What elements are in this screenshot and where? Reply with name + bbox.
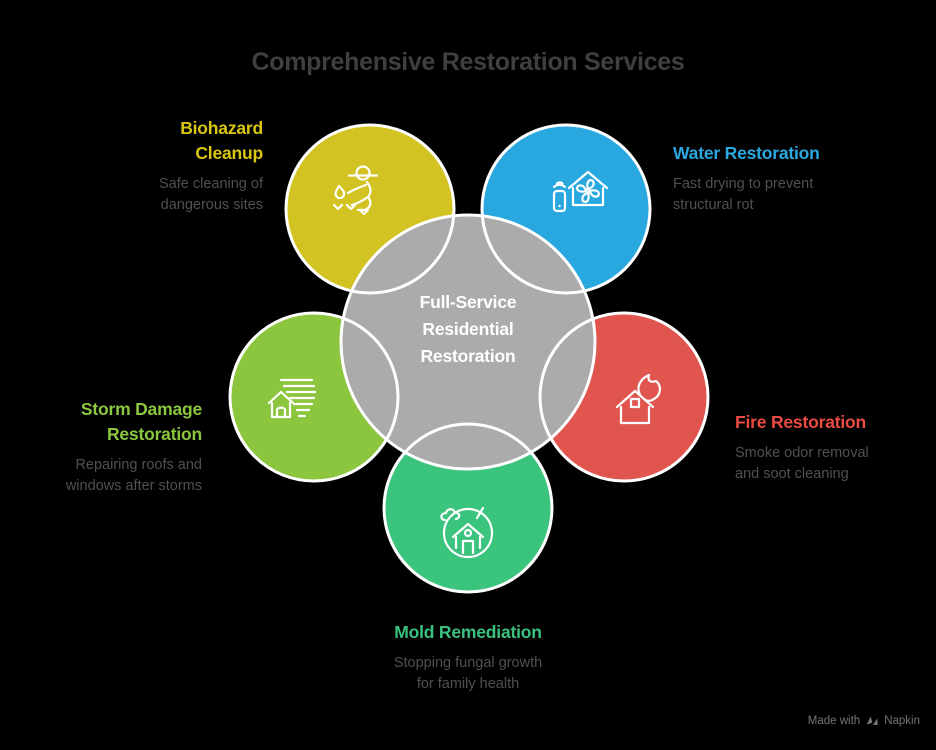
service-description: Stopping fungal growth for family health bbox=[318, 653, 618, 695]
service-title: Storm Damage Restoration bbox=[2, 397, 202, 447]
title-line: Biohazard bbox=[180, 118, 263, 138]
desc-line: Safe cleaning of bbox=[159, 176, 263, 192]
service-water-restoration: Water Restoration Fast drying to prevent… bbox=[673, 141, 913, 216]
title-line: Mold Remediation bbox=[394, 622, 542, 642]
desc-line: and soot cleaning bbox=[735, 466, 849, 482]
center-circle bbox=[341, 215, 595, 469]
napkin-logo-icon bbox=[866, 716, 878, 725]
decontamination-worker-icon bbox=[332, 165, 379, 216]
center-label: Full-Service Residential Restoration bbox=[358, 289, 578, 370]
center-line: Full-Service bbox=[419, 292, 517, 312]
burning-house-icon bbox=[615, 373, 661, 425]
brand-text: Napkin bbox=[884, 715, 920, 727]
desc-line: Smoke odor removal bbox=[735, 445, 869, 461]
desc-line: structural rot bbox=[673, 197, 754, 213]
service-storm-damage-restoration: Storm Damage Restoration Repairing roofs… bbox=[2, 397, 202, 497]
title-line: Fire Restoration bbox=[735, 412, 866, 432]
title-line: Restoration bbox=[106, 424, 202, 444]
service-description: Safe cleaning of dangerous sites bbox=[43, 174, 263, 216]
service-fire-restoration: Fire Restoration Smoke odor removal and … bbox=[735, 410, 935, 485]
desc-line: Repairing roofs and bbox=[75, 457, 202, 473]
desc-line: Stopping fungal growth bbox=[393, 655, 543, 671]
house-wind-icon bbox=[267, 378, 317, 419]
service-title: Biohazard Cleanup bbox=[43, 116, 263, 166]
desc-line: windows after storms bbox=[65, 478, 202, 494]
title-line: Cleanup bbox=[195, 143, 263, 163]
service-title: Water Restoration bbox=[673, 141, 913, 166]
circle-outlines bbox=[228, 123, 710, 594]
service-description: Smoke odor removal and soot cleaning bbox=[735, 443, 935, 485]
made-with-napkin: Made with Napkin bbox=[808, 714, 920, 728]
service-description: Fast drying to prevent structural rot bbox=[673, 174, 913, 216]
center-line: Restoration bbox=[420, 346, 516, 366]
service-mold-remediation: Mold Remediation Stopping fungal growth … bbox=[318, 620, 618, 695]
service-title: Fire Restoration bbox=[735, 410, 935, 435]
page-title: Comprehensive Restoration Services bbox=[251, 48, 685, 76]
title-line: Storm Damage bbox=[80, 399, 202, 419]
center-line: Residential bbox=[422, 319, 514, 339]
desc-line: dangerous sites bbox=[160, 197, 263, 213]
desc-line: Fast drying to prevent bbox=[673, 176, 814, 192]
service-description: Repairing roofs and windows after storms bbox=[2, 455, 202, 497]
service-title: Mold Remediation bbox=[318, 620, 618, 645]
title-line: Water Restoration bbox=[673, 143, 820, 163]
desc-line: for family health bbox=[416, 676, 520, 692]
mold-inspection-icon bbox=[440, 506, 494, 559]
made-with-text: Made with bbox=[807, 715, 861, 727]
service-biohazard-cleanup: Biohazard Cleanup Safe cleaning of dange… bbox=[43, 116, 263, 216]
house-drying-fan-icon bbox=[552, 170, 609, 213]
